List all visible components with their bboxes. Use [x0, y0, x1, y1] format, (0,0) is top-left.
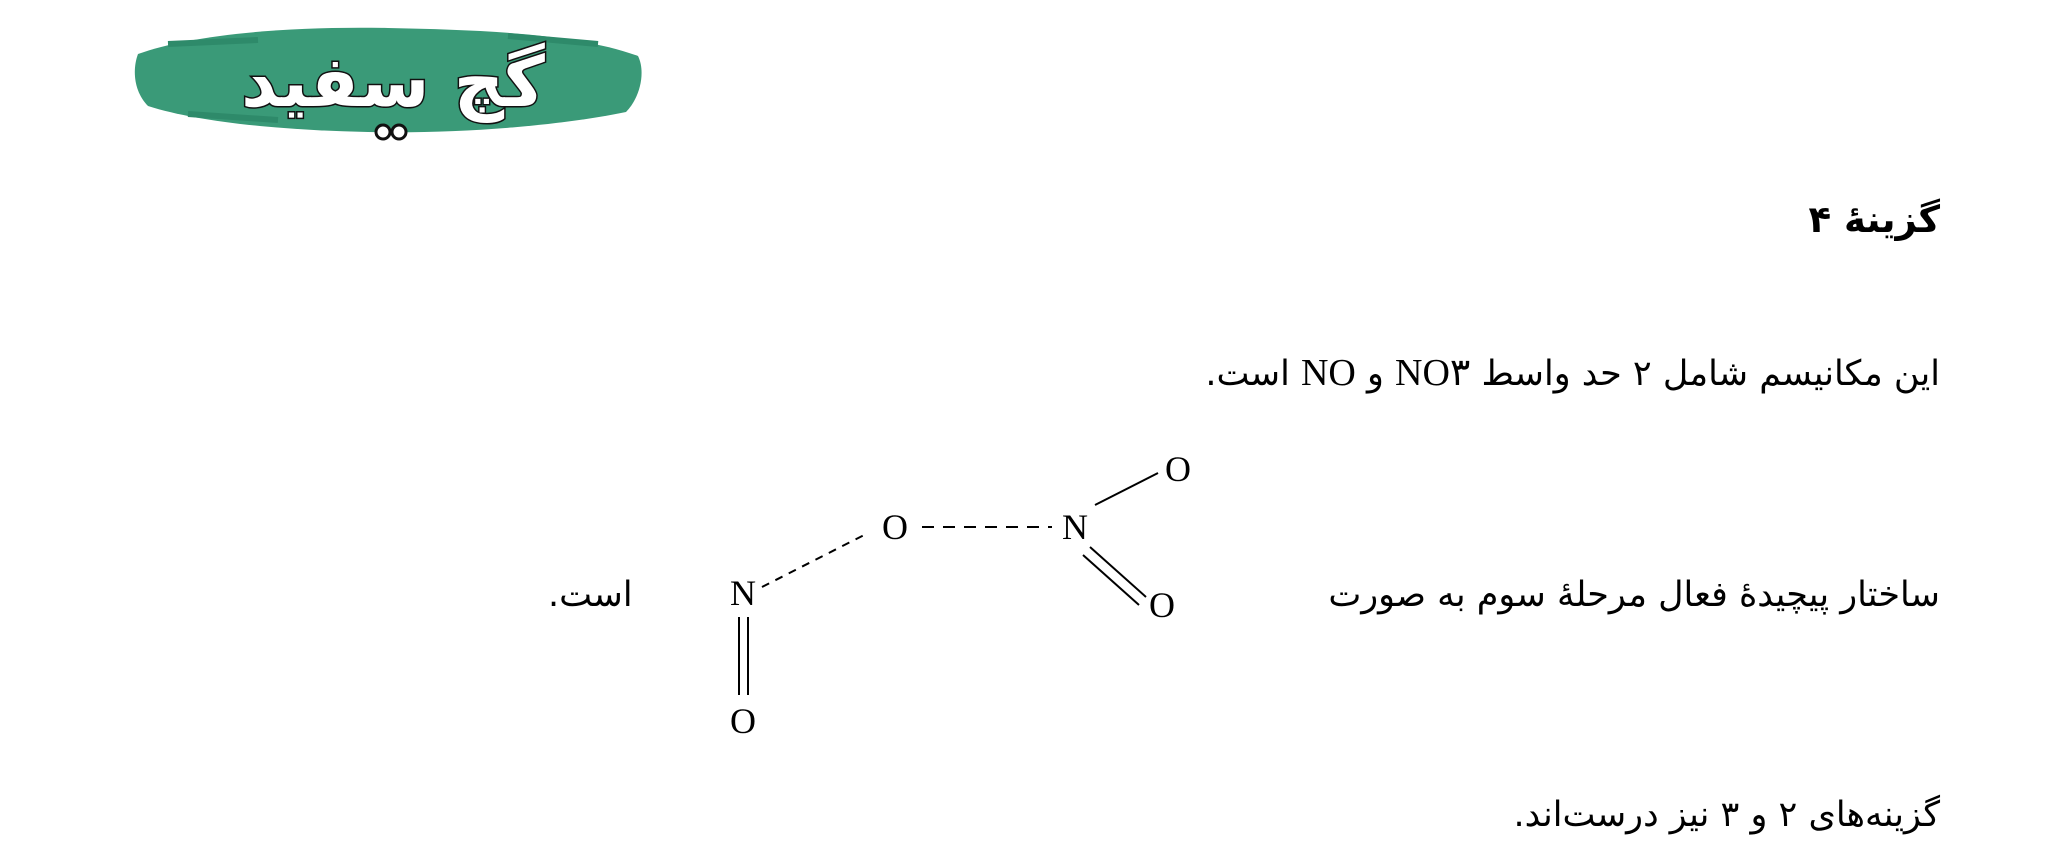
atom-o-right: O: [1149, 585, 1175, 625]
logo-text: گچ سفید: [241, 41, 545, 123]
conjunction: و: [1355, 354, 1396, 394]
other-options-sentence: گزینه‌های ۲ و ۳ نیز درست‌اند.: [1513, 795, 1940, 835]
bond-n-o-double-right-1: [1089, 546, 1147, 598]
logo: گچ سفید: [128, 14, 648, 149]
activated-complex-structure: N O O N O O: [730, 455, 1191, 741]
atom-o-bottom: O: [730, 701, 756, 741]
atom-o-top: O: [1165, 455, 1191, 489]
mechanism-text-before: این مکانیسم شامل ۲ حد واسط: [1470, 354, 1940, 394]
atom-n-right: N: [1062, 507, 1088, 547]
species-no3: NO۳: [1395, 352, 1471, 394]
atom-o-bridge: O: [882, 507, 908, 547]
complex-sentence-prefix: ساختار پیچیدهٔ فعال مرحلهٔ سوم به صورت: [1328, 575, 1940, 615]
bond-n-o-dashed: [761, 532, 869, 588]
species-no: NO: [1300, 352, 1356, 394]
logo-graphic: گچ سفید: [134, 27, 642, 141]
answer-title: گزینهٔ ۴: [1808, 198, 1940, 241]
bond-n-o-double-right-2: [1082, 554, 1140, 606]
bond-n-o-single: [1094, 472, 1159, 506]
atom-n-left: N: [730, 573, 756, 613]
logo-brush: [134, 27, 642, 133]
mechanism-text-after: است.: [1205, 354, 1301, 394]
mechanism-sentence: این مکانیسم شامل ۲ حد واسط NO۳ و NO است.: [1205, 350, 1940, 395]
complex-sentence-suffix: است.: [548, 575, 633, 615]
